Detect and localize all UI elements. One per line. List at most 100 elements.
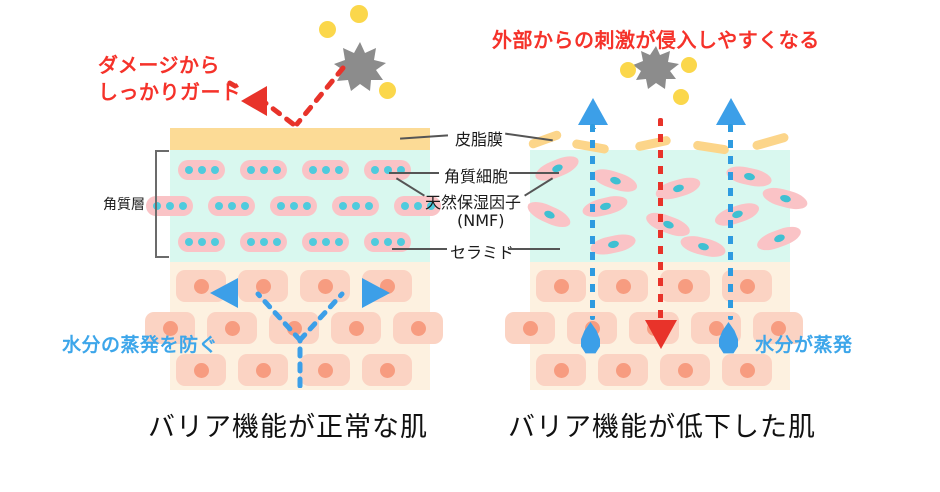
epidermal-cell [598, 270, 648, 302]
nmf-dot [308, 166, 317, 174]
nmf-dot [197, 166, 206, 174]
label-corneocyte: 角質細胞 [444, 167, 509, 186]
corneocyte-healthy [394, 196, 441, 216]
nmf-dot [396, 238, 405, 246]
annotation-damage-guard: ダメージから しっかりガード [98, 52, 242, 106]
nmf-dot [246, 238, 255, 246]
nmf-dot [364, 202, 373, 210]
label-nmf-line1: 天然保湿因子 [425, 193, 522, 212]
nmf-dot [426, 202, 435, 210]
nmf-dot [259, 238, 268, 246]
nmf-dot [338, 202, 347, 210]
yellow-dot-icon-right-1 [620, 62, 636, 78]
yellow-dot-icon-right-3 [673, 89, 689, 105]
nmf-dot [334, 166, 343, 174]
epidermal-cell [536, 270, 586, 302]
corneocyte-healthy [302, 160, 349, 180]
epidermal-cell [331, 312, 381, 344]
corneocyte-healthy [332, 196, 379, 216]
epidermal-cell [753, 312, 803, 344]
water-droplet-icon-right [719, 322, 738, 354]
nmf-dot [184, 166, 193, 174]
label-ceramide: セラミド [450, 243, 515, 262]
label-sebum-film: 皮脂膜 [455, 130, 504, 149]
epidermal-cell [207, 312, 257, 344]
nmf-dot [184, 238, 193, 246]
nmf-dot [383, 166, 392, 174]
nmf-dot [178, 202, 187, 210]
corneocyte-healthy [302, 232, 349, 252]
epidermal-cell [505, 312, 555, 344]
nmf-dot [240, 202, 249, 210]
nmf-dot [351, 202, 360, 210]
epidermal-cell [238, 354, 288, 386]
sebum-fragment [751, 132, 790, 151]
nmf-dot [396, 166, 405, 174]
label-stratum-corneum: 角質層 [103, 197, 145, 213]
nmf-dot [334, 238, 343, 246]
corneocyte-healthy [146, 196, 193, 216]
starburst-icon-right [633, 46, 679, 89]
yellow-dot-icon-left-3 [379, 82, 396, 99]
epidermal-cell [145, 312, 195, 344]
stratum-corneum-bracket [155, 150, 169, 258]
corneocyte-healthy [364, 160, 411, 180]
yellow-dot-icon-right-2 [681, 57, 697, 73]
caption-healthy-skin: バリア機能が正常な肌 [148, 412, 428, 443]
nmf-dot [370, 166, 379, 174]
panel-healthy-skin [145, 128, 443, 390]
starburst-icon-left [334, 42, 386, 91]
nmf-dot [276, 202, 285, 210]
corneocyte-healthy [240, 232, 287, 252]
annotation-damage-guard-line2: しっかりガード [98, 80, 242, 104]
leader-ceramide-left [392, 248, 447, 250]
red-triangle-down-icon [645, 320, 677, 349]
nmf-dot [400, 202, 409, 210]
corneocyte-healthy [364, 232, 411, 252]
moisture-escape-line-right [728, 124, 733, 320]
annotation-damage-guard-line1: ダメージから [98, 53, 220, 77]
nmf-dot [272, 238, 281, 246]
sebum-film-layer-healthy [170, 128, 430, 150]
water-droplet-icon-left [581, 322, 600, 354]
corneocyte-healthy [178, 232, 225, 252]
nmf-dot [302, 202, 311, 210]
irritant-penetration-line [658, 118, 663, 322]
leader-ceramide-right [508, 248, 560, 250]
yellow-dot-icon-left-1 [319, 21, 336, 38]
nmf-dot [383, 238, 392, 246]
leader-corneocyte-left [389, 172, 439, 174]
epidermal-cell [536, 354, 586, 386]
annotation-moisture-evaporates: 水分が蒸発 [755, 334, 853, 356]
epidermal-cell [393, 312, 443, 344]
nmf-dot [321, 166, 330, 174]
nmf-dot [165, 202, 174, 210]
epidermal-cell [598, 354, 648, 386]
caption-damaged-skin: バリア機能が低下した肌 [508, 412, 816, 443]
nmf-dot [272, 166, 281, 174]
panel-damaged-skin [505, 128, 810, 390]
nmf-dot [321, 238, 330, 246]
nmf-dot [197, 238, 206, 246]
epidermal-cell [238, 270, 288, 302]
epidermal-cell [660, 354, 710, 386]
nmf-dot [210, 238, 219, 246]
nmf-dot [246, 166, 255, 174]
nmf-dot [227, 202, 236, 210]
corneocyte-healthy [270, 196, 317, 216]
corneocyte-healthy [208, 196, 255, 216]
nmf-dot [308, 238, 317, 246]
nmf-dot [210, 166, 219, 174]
nmf-dot [413, 202, 422, 210]
epidermal-cell [722, 354, 772, 386]
annotation-prevents-evaporation: 水分の蒸発を防ぐ [62, 334, 219, 356]
blue-triangle-up-icon-2 [716, 98, 746, 125]
blue-triangle-up-icon-1 [578, 98, 608, 125]
epidermal-cell [362, 354, 412, 386]
nmf-dot [289, 202, 298, 210]
label-nmf-line2: (NMF) [457, 211, 505, 230]
corneocyte-healthy [178, 160, 225, 180]
yellow-dot-icon-left-2 [350, 5, 368, 23]
corneocyte-healthy [240, 160, 287, 180]
